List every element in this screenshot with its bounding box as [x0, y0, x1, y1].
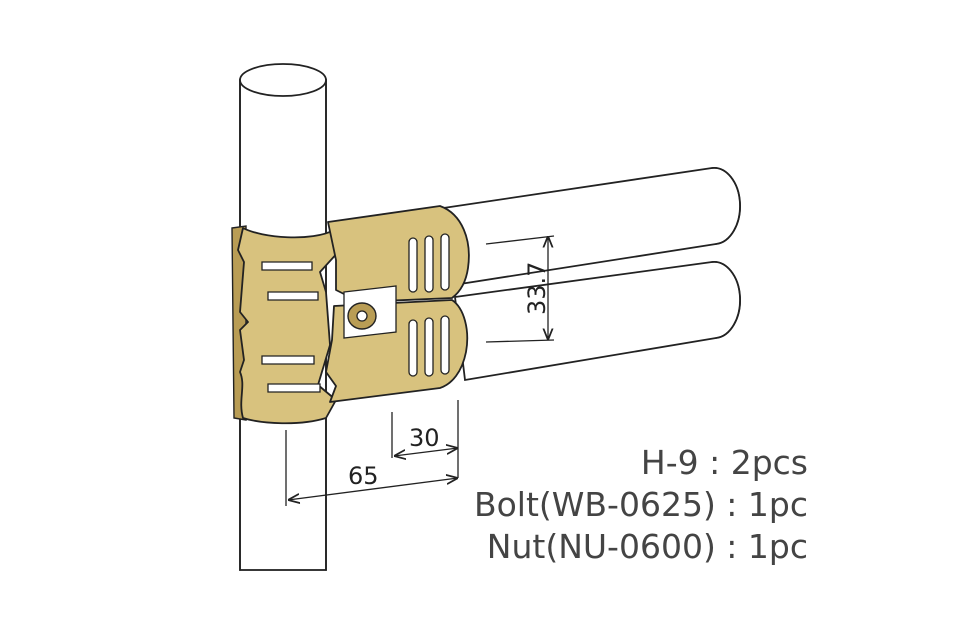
dimension-inner: 30: [391, 400, 458, 478]
joint-sleeve: [231, 225, 341, 425]
dimension-height-label: 33.7: [523, 262, 551, 315]
dimension-height: 33.7: [485, 235, 555, 343]
parts-list-item: Bolt(WB-0625) : 1pc: [473, 485, 808, 524]
parts-list-item: Nut(NU-0600) : 1pc: [486, 527, 808, 566]
joint-clamp: [325, 205, 470, 403]
dimension-outer: 65: [285, 430, 458, 506]
parts-list: H-9 : 2pcs Bolt(WB-0625) : 1pc Nut(NU-06…: [474, 442, 808, 568]
dimension-inner-label: 30: [409, 424, 440, 452]
horizontal-pipe-lower: [454, 261, 741, 382]
horizontal-pipe-upper: [428, 167, 741, 285]
dimension-outer-label: 65: [348, 462, 379, 490]
parts-list-item: H-9 : 2pcs: [640, 443, 808, 482]
